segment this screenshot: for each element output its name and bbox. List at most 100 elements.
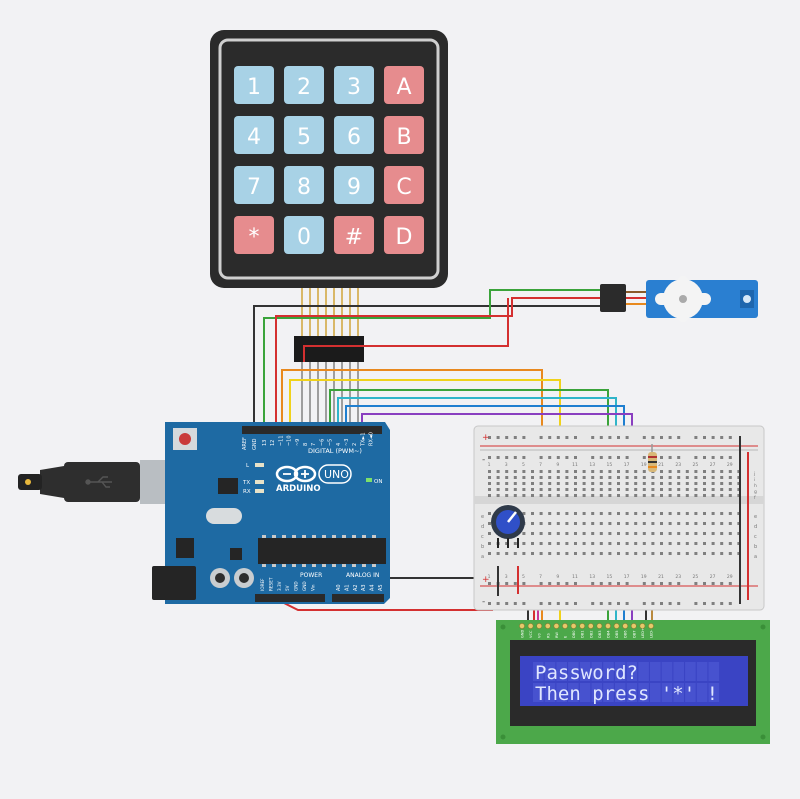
breadboard-hole[interactable] bbox=[488, 602, 491, 605]
breadboard-hole[interactable] bbox=[720, 482, 724, 485]
breadboard-hole[interactable] bbox=[720, 552, 724, 555]
breadboard-hole[interactable] bbox=[574, 542, 577, 545]
breadboard-hole[interactable] bbox=[685, 488, 689, 491]
breadboard-hole[interactable] bbox=[522, 476, 526, 479]
breadboard-hole[interactable] bbox=[720, 476, 724, 479]
usb-connector[interactable] bbox=[18, 460, 188, 504]
breadboard-hole[interactable] bbox=[651, 522, 655, 525]
breadboard-hole[interactable] bbox=[651, 512, 655, 515]
breadboard-hole[interactable] bbox=[737, 482, 741, 485]
breadboard-hole[interactable] bbox=[617, 456, 620, 459]
breadboard-hole[interactable] bbox=[711, 494, 715, 497]
breadboard-hole[interactable] bbox=[505, 436, 509, 439]
breadboard-hole[interactable] bbox=[522, 470, 526, 473]
breadboard-hole[interactable] bbox=[522, 602, 526, 605]
breadboard-hole[interactable] bbox=[642, 512, 646, 515]
breadboard-hole[interactable] bbox=[591, 456, 595, 459]
breadboard-hole[interactable] bbox=[565, 582, 569, 585]
breadboard-hole[interactable] bbox=[548, 494, 552, 497]
breadboard-hole[interactable] bbox=[599, 436, 603, 439]
breadboard-hole[interactable] bbox=[703, 482, 706, 485]
breadboard-hole[interactable] bbox=[642, 532, 646, 535]
breadboard-hole[interactable] bbox=[694, 482, 698, 485]
breadboard-hole[interactable] bbox=[694, 552, 698, 555]
wire-servo-gnd[interactable] bbox=[253, 305, 604, 430]
breadboard-hole[interactable] bbox=[728, 582, 732, 585]
breadboard-hole[interactable] bbox=[660, 602, 663, 605]
breadboard-hole[interactable] bbox=[565, 470, 569, 473]
lcd-pin[interactable] bbox=[639, 623, 646, 629]
breadboard-hole[interactable] bbox=[728, 494, 732, 497]
breadboard-hole[interactable] bbox=[625, 532, 629, 535]
breadboard-hole[interactable] bbox=[617, 602, 620, 605]
lcd-pin[interactable] bbox=[519, 623, 525, 629]
breadboard-hole[interactable] bbox=[694, 494, 698, 497]
breadboard-hole[interactable] bbox=[608, 602, 612, 605]
breadboard-hole[interactable] bbox=[496, 494, 500, 497]
breadboard-hole[interactable] bbox=[703, 522, 706, 525]
breadboard-hole[interactable] bbox=[496, 456, 500, 459]
breadboard-hole[interactable] bbox=[720, 532, 724, 535]
breadboard-hole[interactable] bbox=[720, 582, 724, 585]
breadboard-hole[interactable] bbox=[488, 552, 491, 555]
breadboard-hole[interactable] bbox=[728, 488, 732, 491]
breadboard-hole[interactable] bbox=[694, 512, 698, 515]
breadboard-hole[interactable] bbox=[634, 488, 638, 491]
breadboard-hole[interactable] bbox=[737, 512, 741, 515]
breadboard-hole[interactable] bbox=[617, 476, 620, 479]
breadboard-hole[interactable] bbox=[539, 476, 543, 479]
breadboard-hole[interactable] bbox=[685, 476, 689, 479]
breadboard-hole[interactable] bbox=[608, 456, 612, 459]
breadboard-hole[interactable] bbox=[599, 542, 603, 545]
breadboard-hole[interactable] bbox=[531, 532, 534, 535]
breadboard-hole[interactable] bbox=[556, 494, 560, 497]
keypad-key[interactable]: 1 bbox=[234, 66, 274, 104]
breadboard-hole[interactable] bbox=[642, 522, 646, 525]
breadboard-hole[interactable] bbox=[496, 488, 500, 491]
breadboard-hole[interactable] bbox=[720, 456, 724, 459]
breadboard-hole[interactable] bbox=[660, 482, 663, 485]
breadboard-hole[interactable] bbox=[591, 552, 595, 555]
breadboard-hole[interactable] bbox=[548, 542, 552, 545]
breadboard-hole[interactable] bbox=[737, 542, 741, 545]
breadboard-hole[interactable] bbox=[720, 522, 724, 525]
breadboard-hole[interactable] bbox=[539, 436, 543, 439]
breadboard-hole[interactable] bbox=[574, 532, 577, 535]
keypad-key[interactable]: 9 bbox=[334, 166, 374, 204]
power-header[interactable] bbox=[255, 594, 325, 602]
breadboard-hole[interactable] bbox=[668, 482, 672, 485]
keypad-key[interactable]: * bbox=[234, 216, 274, 254]
breadboard-hole[interactable] bbox=[711, 456, 715, 459]
breadboard-hole[interactable] bbox=[513, 470, 517, 473]
breadboard-hole[interactable] bbox=[565, 436, 569, 439]
breadboard-hole[interactable] bbox=[513, 476, 517, 479]
breadboard-hole[interactable] bbox=[565, 456, 569, 459]
breadboard-hole[interactable] bbox=[488, 470, 491, 473]
breadboard-hole[interactable] bbox=[531, 470, 534, 473]
lcd-pin[interactable] bbox=[630, 623, 637, 629]
breadboard-hole[interactable] bbox=[728, 436, 732, 439]
breadboard-hole[interactable] bbox=[694, 436, 698, 439]
breadboard-hole[interactable] bbox=[703, 602, 706, 605]
breadboard-hole[interactable] bbox=[496, 552, 500, 555]
breadboard-hole[interactable] bbox=[591, 512, 595, 515]
breadboard-hole[interactable] bbox=[565, 488, 569, 491]
breadboard-hole[interactable] bbox=[531, 522, 534, 525]
breadboard-hole[interactable] bbox=[565, 522, 569, 525]
breadboard-hole[interactable] bbox=[513, 482, 517, 485]
breadboard-hole[interactable] bbox=[539, 512, 543, 515]
breadboard-hole[interactable] bbox=[608, 436, 612, 439]
breadboard-hole[interactable] bbox=[556, 488, 560, 491]
breadboard-hole[interactable] bbox=[668, 494, 672, 497]
breadboard-hole[interactable] bbox=[651, 602, 655, 605]
breadboard-hole[interactable] bbox=[685, 470, 689, 473]
breadboard-hole[interactable] bbox=[634, 476, 638, 479]
breadboard-hole[interactable] bbox=[737, 470, 741, 473]
breadboard[interactable]: 1133557799111113131515171719192121232325… bbox=[473, 425, 765, 611]
breadboard-hole[interactable] bbox=[642, 456, 646, 459]
breadboard-hole[interactable] bbox=[642, 482, 646, 485]
breadboard-hole[interactable] bbox=[651, 542, 655, 545]
breadboard-hole[interactable] bbox=[625, 482, 629, 485]
breadboard-hole[interactable] bbox=[728, 522, 732, 525]
